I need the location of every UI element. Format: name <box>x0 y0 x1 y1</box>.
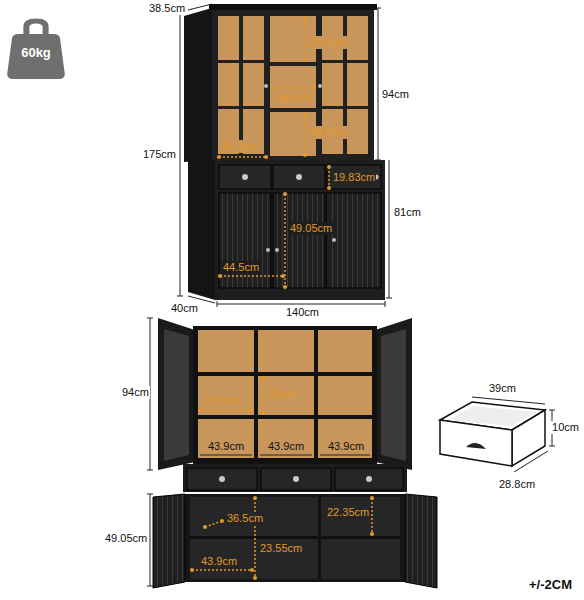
dimension-label: 39cm <box>488 382 517 395</box>
dimension-label: 43.9cm <box>207 440 245 453</box>
dimension-label: 175cm <box>142 148 177 161</box>
dimension-label: 30.9cm <box>309 126 347 139</box>
dimension-label: 140cm <box>285 306 320 319</box>
dimension-label: 28.8cm <box>498 478 536 491</box>
dimension-label: 44.5cm <box>222 261 260 274</box>
dimension-label: 49.05cm <box>289 222 333 235</box>
dimension-label: 43.9cm <box>267 440 305 453</box>
weight-icon: 60kg <box>6 18 66 80</box>
dimension-label: 43.9cm <box>200 555 238 568</box>
dimension-label: 94cm <box>381 88 410 101</box>
dimension-label: 26.5cm <box>204 394 242 407</box>
dimension-label: 10cm <box>551 421 580 434</box>
dimension-label: 40cm <box>170 302 199 315</box>
dimension-label: 38.5cm <box>148 2 186 15</box>
dimension-label: 30cm <box>268 388 297 401</box>
dimension-label: 43.9cm <box>327 440 365 453</box>
dimension-label: 49.05cm <box>104 532 148 545</box>
dimension-label: 38.5cm <box>275 91 313 104</box>
dimension-label: 22.35cm <box>326 506 370 519</box>
dimension-label: 36.5cm <box>226 512 264 525</box>
dimension-label: 23.55cm <box>259 542 303 555</box>
dimension-label: 81cm <box>393 206 422 219</box>
tolerance-note: +/-2CM <box>528 578 573 591</box>
dimension-label: 19.83cm <box>332 171 376 184</box>
weight-value: 60kg <box>6 45 66 60</box>
dimension-label: 94cm <box>121 386 150 399</box>
dimension-label: 45.1cm <box>221 140 259 153</box>
dimension-label: 29.4cm <box>309 36 347 49</box>
